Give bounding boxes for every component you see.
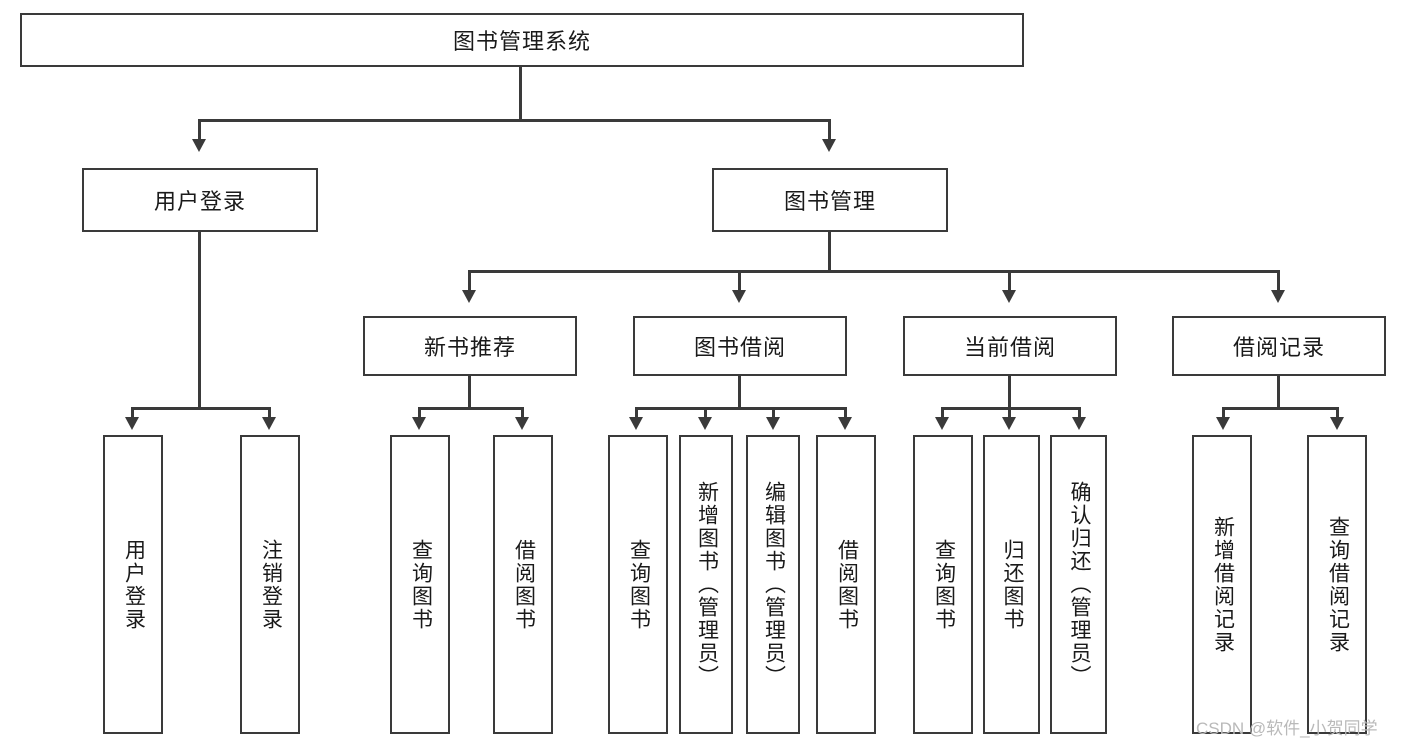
node-label: 借阅记录 (1232, 335, 1325, 360)
arrowhead-new-book-recommend (462, 290, 476, 303)
connector-bb-drop-1 (635, 407, 638, 419)
arrowhead-br-leaf-2 (1330, 417, 1344, 430)
connector-bb-drop-2 (704, 407, 707, 419)
node-root-book-management-system[interactable]: 图书管理系统 (20, 13, 1024, 67)
node-label: 用户登录 (122, 538, 146, 631)
node-label: 查询借阅记录 (1326, 515, 1350, 654)
arrowhead-borrow-records (1271, 290, 1285, 303)
connector-current-borrow-bus (941, 407, 1081, 410)
node-label: 图书管理 (783, 189, 876, 214)
node-book-borrow[interactable]: 图书借阅 (633, 316, 847, 376)
connector-borrow-records-bus (1222, 407, 1339, 410)
arrowhead-book-borrow (732, 290, 746, 303)
connector-bb-drop-3 (772, 407, 775, 419)
leaf-cb-return-book[interactable]: 归还图书 (983, 435, 1040, 734)
node-label: 图书管理系统 (452, 29, 591, 54)
node-book-management[interactable]: 图书管理 (712, 168, 948, 232)
leaf-bb-add-book-admin[interactable]: 新增图书（管理员） (679, 435, 733, 734)
connector-root-to-book-management (828, 119, 831, 141)
leaf-br-query-record[interactable]: 查询借阅记录 (1307, 435, 1367, 734)
connector-borrow-records-trunk (1277, 376, 1280, 409)
connector-book-borrow-bus (635, 407, 847, 410)
arrowhead-nbr-leaf-1 (412, 417, 426, 430)
arrowhead-cb-leaf-1 (935, 417, 949, 430)
connector-current-borrow-trunk (1008, 376, 1011, 409)
leaf-nbr-borrow-book[interactable]: 借阅图书 (493, 435, 553, 734)
leaf-user-login-signout[interactable]: 注销登录 (240, 435, 300, 734)
node-label: 图书借阅 (693, 335, 786, 360)
node-label: 确认归还（管理员） (1067, 481, 1091, 688)
leaf-nbr-query-book[interactable]: 查询图书 (390, 435, 450, 734)
connector-new-book-recommend-trunk (468, 376, 471, 409)
connector-root-to-user-login (198, 119, 201, 141)
node-label: 借阅图书 (835, 538, 859, 631)
arrowhead-current-borrow (1002, 290, 1016, 303)
leaf-cb-confirm-return-admin[interactable]: 确认归还（管理员） (1050, 435, 1107, 734)
node-label: 注销登录 (259, 538, 283, 631)
connector-to-new-book-recommend (468, 270, 471, 292)
arrowhead-bb-leaf-2 (698, 417, 712, 430)
leaf-bb-edit-book-admin[interactable]: 编辑图书（管理员） (746, 435, 800, 734)
connector-new-book-recommend-bus (418, 407, 524, 410)
arrowhead-root-to-user-login (192, 139, 206, 152)
connector-cb-drop-3 (1078, 407, 1081, 419)
leaf-br-add-record[interactable]: 新增借阅记录 (1192, 435, 1252, 734)
leaf-cb-query-book[interactable]: 查询图书 (913, 435, 973, 734)
arrowhead-br-leaf-1 (1216, 417, 1230, 430)
connector-to-book-borrow (738, 270, 741, 292)
arrowhead-user-login-leaf-2 (262, 417, 276, 430)
leaf-user-login-signin[interactable]: 用户登录 (103, 435, 163, 734)
node-label: 查询图书 (409, 538, 433, 631)
connector-br-drop-2 (1336, 407, 1339, 419)
connector-cb-drop-2 (1008, 407, 1011, 419)
arrowhead-nbr-leaf-2 (515, 417, 529, 430)
node-label: 借阅图书 (512, 538, 536, 631)
arrowhead-root-to-book-management (822, 139, 836, 152)
connector-nbr-drop-2 (521, 407, 524, 419)
connector-level3-bus (468, 270, 1280, 273)
node-current-borrow[interactable]: 当前借阅 (903, 316, 1117, 376)
connector-user-login-drop-2 (268, 407, 271, 419)
node-label: 归还图书 (1000, 538, 1024, 631)
node-borrow-records[interactable]: 借阅记录 (1172, 316, 1386, 376)
connector-cb-drop-1 (941, 407, 944, 419)
connector-user-login-trunk (198, 232, 201, 409)
connector-to-borrow-records (1277, 270, 1280, 292)
connector-bb-drop-4 (844, 407, 847, 419)
arrowhead-bb-leaf-1 (629, 417, 643, 430)
connector-to-current-borrow (1008, 270, 1011, 292)
connector-br-drop-1 (1222, 407, 1225, 419)
arrowhead-bb-leaf-4 (838, 417, 852, 430)
node-label: 新增图书（管理员） (695, 481, 719, 688)
arrowhead-cb-leaf-3 (1072, 417, 1086, 430)
connector-user-login-drop-1 (131, 407, 134, 419)
connector-book-borrow-trunk (738, 376, 741, 409)
connector-root-bus (198, 119, 831, 122)
csdn-watermark: CSDN @软件_小贺同学 (1196, 719, 1378, 738)
arrowhead-bb-leaf-3 (766, 417, 780, 430)
node-label: 查询图书 (627, 538, 651, 631)
connector-book-management-trunk (828, 232, 831, 272)
connector-user-login-bus (131, 407, 271, 410)
node-label: 查询图书 (932, 538, 956, 631)
node-user-login[interactable]: 用户登录 (82, 168, 318, 232)
connector-root-trunk (519, 67, 522, 119)
leaf-bb-query-book[interactable]: 查询图书 (608, 435, 668, 734)
node-label: 编辑图书（管理员） (762, 481, 786, 688)
node-label: 用户登录 (153, 189, 246, 214)
arrowhead-cb-leaf-2 (1002, 417, 1016, 430)
leaf-bb-borrow-book[interactable]: 借阅图书 (816, 435, 876, 734)
node-new-book-recommend[interactable]: 新书推荐 (363, 316, 577, 376)
node-label: 新增借阅记录 (1211, 515, 1235, 654)
node-label: 当前借阅 (963, 335, 1056, 360)
connector-nbr-drop-1 (418, 407, 421, 419)
node-label: 新书推荐 (423, 335, 516, 360)
arrowhead-user-login-leaf-1 (125, 417, 139, 430)
